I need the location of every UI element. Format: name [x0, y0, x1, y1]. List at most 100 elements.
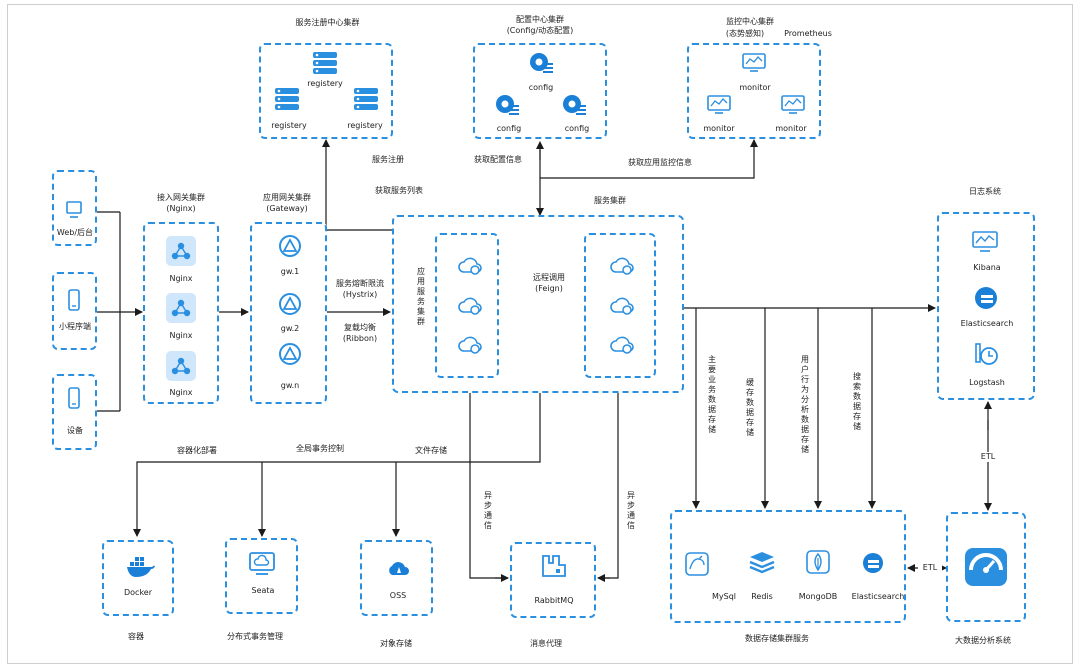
wire-mq-left: [469, 378, 508, 579]
label-lb-sub: (Ribbon): [342, 334, 378, 343]
label-get-service-list: 获取服务列表: [375, 186, 423, 195]
storage-mongodb: MongoDB: [798, 592, 838, 601]
seata-icon: [249, 552, 275, 575]
label-remote-call-sub: (Feign): [535, 284, 563, 293]
nginx-node-3: Nginx: [169, 388, 193, 397]
cloud-service-icon: [458, 257, 482, 275]
wire-mq-right: [598, 377, 622, 579]
rabbitmq-icon: [542, 555, 566, 577]
monitor-node-3: monitor: [775, 124, 807, 133]
monitor-tag: Prometheus: [784, 29, 832, 38]
docker-caption: 容器: [128, 632, 144, 641]
client-device-label: 设备: [67, 426, 83, 435]
bigdata-box: [946, 512, 1026, 622]
label-behavior-storage: 用户行为分析数据存储: [801, 355, 809, 454]
label-remote-call: 远程调用: [533, 273, 565, 282]
monitor-chart-icon: [742, 53, 766, 72]
label-register: 服务注册: [372, 155, 404, 164]
label-etl-top: ETL: [976, 452, 1000, 462]
gateway-node-1: gw.1: [280, 267, 300, 276]
label-file-storage: 文件存储: [415, 446, 447, 455]
kibana-icon: [972, 231, 998, 252]
seata-caption: 分布式事务管理: [227, 632, 283, 641]
label-cache-storage: 缓存数据存储: [746, 378, 754, 437]
gateway-node-2: gw.2: [280, 324, 300, 333]
mq-caption: 消息代理: [530, 639, 562, 648]
monitor-icon: [66, 201, 82, 218]
redis-icon: [749, 552, 775, 574]
monitor-node-1: monitor: [739, 83, 771, 92]
service-group-right: [584, 233, 656, 378]
docker-icon: [127, 557, 155, 577]
label-circuit: 服务熔断限流: [336, 279, 384, 288]
nginx-node-1: Nginx: [169, 274, 193, 283]
gateway-title: 应用网关集群: [263, 193, 311, 202]
monitor-node-2: monitor: [703, 124, 735, 133]
gateway-cluster: gw.1 gw.2 gw.n: [250, 222, 327, 404]
gateway-icon: [279, 293, 301, 315]
elasticsearch-icon: [975, 287, 997, 309]
log-title: 日志系统: [969, 187, 1001, 196]
storage-redis: Redis: [751, 592, 773, 601]
elasticsearch-icon: [863, 553, 883, 573]
gear-icon: [563, 95, 586, 115]
log-node-elasticsearch: Elasticsearch: [960, 319, 1014, 328]
log-system: Kibana Elasticsearch Logstash: [937, 212, 1035, 400]
phone-icon: [68, 289, 80, 311]
label-search-storage: 搜索数据存储: [853, 372, 861, 431]
registry-title: 服务注册中心集群: [295, 18, 360, 27]
monitor-title: 监控中心集群: [726, 17, 774, 26]
oss-box: OSS: [360, 540, 433, 616]
service-cluster: 应用服务集群 远程调用 (Feign): [392, 215, 684, 393]
label-container-deploy: 容器化部署: [177, 446, 217, 455]
nginx-cluster: Nginx Nginx Nginx: [143, 222, 219, 404]
gateway-node-3: gw.n: [280, 381, 300, 390]
label-etl-bottom: ETL: [918, 563, 942, 573]
label-main-storage: 主要业务数据存储: [708, 355, 716, 434]
docker-label: Docker: [123, 588, 152, 597]
monitor-chart-icon: [781, 95, 805, 114]
nginx-title: 接入网关集群: [157, 193, 205, 202]
wire-service-monitor: [540, 139, 758, 179]
server-icon: [275, 88, 299, 110]
mongodb-icon: [806, 550, 830, 574]
nginx-icon: [166, 351, 196, 381]
label-lb: 复载均衡: [344, 323, 376, 332]
registry-node-3: registery: [347, 121, 383, 130]
seata-label: Seata: [251, 586, 275, 595]
client-web: Web/后台: [52, 170, 97, 246]
label-global-tx: 全局事务控制: [296, 444, 344, 453]
bigdata-icon: [965, 548, 1007, 586]
seata-box: Seata: [225, 538, 298, 614]
nginx-subtitle: (Nginx): [166, 204, 196, 213]
label-get-config: 获取配置信息: [474, 155, 522, 164]
label-async-left: 异步通信: [484, 491, 492, 530]
server-icon: [354, 88, 378, 110]
gateway-icon: [279, 235, 301, 257]
service-group-left: [435, 233, 499, 378]
label-circuit-sub: (Hystrix): [342, 290, 378, 299]
bigdata-caption: 大数据分析系统: [955, 636, 1011, 645]
wire-docker: [133, 393, 541, 537]
monitor-subtitle: (态势感知): [725, 29, 765, 38]
storage-mysql: MySql: [711, 592, 736, 601]
label-get-monitor: 获取应用监控信息: [628, 158, 692, 167]
mysql-icon: [685, 552, 709, 576]
config-node-2: config: [496, 124, 522, 133]
client-device: 设备: [52, 374, 97, 450]
monitor-cluster: monitor monitor monitor: [687, 43, 821, 139]
config-title: 配置中心集群: [516, 15, 564, 24]
registry-cluster: registery registery registery: [259, 43, 393, 139]
nginx-icon: [166, 236, 196, 266]
app-service-label: 应用服务集群: [417, 267, 425, 326]
cloud-service-icon: [458, 297, 482, 315]
cloud-service-icon: [610, 257, 634, 275]
rabbitmq-label: RabbitMQ: [534, 596, 574, 605]
gateway-icon: [279, 343, 301, 365]
registry-node-1: registery: [307, 79, 343, 88]
oss-caption: 对象存储: [380, 639, 412, 648]
rabbitmq-box: RabbitMQ: [510, 542, 596, 618]
config-node-3: config: [564, 124, 590, 133]
device-icon: [68, 387, 80, 409]
